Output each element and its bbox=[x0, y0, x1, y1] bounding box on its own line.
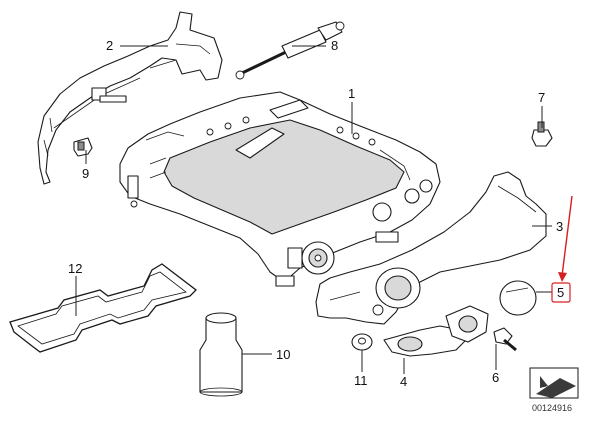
part-9-clip bbox=[73, 137, 93, 157]
part-3-trim-panel bbox=[315, 171, 547, 325]
callout-2: 2 bbox=[106, 38, 113, 53]
callout-3: 3 bbox=[556, 219, 563, 234]
highlight-box bbox=[551, 282, 571, 303]
catalog-number: 00124916 bbox=[532, 403, 572, 413]
corner-symbol bbox=[529, 367, 579, 399]
part-4-escutcheon bbox=[383, 305, 489, 357]
part-12-wire-mat bbox=[9, 263, 197, 353]
part-1-seat-frame bbox=[119, 91, 441, 287]
callout-8: 8 bbox=[331, 38, 338, 53]
part-6-screw bbox=[493, 327, 517, 352]
callout-4: 4 bbox=[400, 374, 407, 389]
part-5-round-cover bbox=[499, 280, 537, 316]
part-10-bottle bbox=[199, 312, 243, 397]
part-8-gas-spring bbox=[235, 21, 345, 80]
leader-lines bbox=[75, 45, 573, 374]
callout-5: 5 bbox=[557, 285, 564, 300]
callout-11: 11 bbox=[354, 373, 368, 388]
callout-9: 9 bbox=[82, 166, 89, 181]
part-11-grommet bbox=[351, 333, 373, 351]
highlight-arrow-head bbox=[558, 272, 567, 282]
callout-labels: 1 2 3 4 5 6 7 8 9 10 11 12 bbox=[68, 38, 564, 389]
page-arrow-icon bbox=[536, 378, 576, 398]
callout-7: 7 bbox=[538, 90, 545, 105]
callout-12: 12 bbox=[68, 261, 82, 276]
callout-10: 10 bbox=[276, 347, 290, 362]
part-2-side-panel bbox=[37, 11, 223, 185]
part-7-bolt bbox=[531, 121, 553, 147]
callout-1: 1 bbox=[348, 86, 355, 101]
highlight-arrow bbox=[561, 195, 573, 277]
callout-6: 6 bbox=[492, 370, 499, 385]
